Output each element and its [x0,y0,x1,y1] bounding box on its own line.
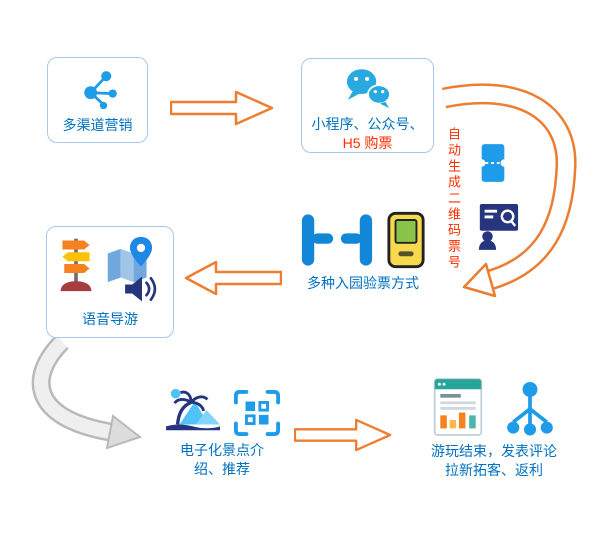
qr-scan-icon [234,390,280,436]
arrow-marketing-to-purchase [170,90,274,126]
arrow-verification-to-audio [184,261,282,295]
node-marketing-label: 多渠道营销 [62,117,133,133]
wechat-icon [343,66,393,110]
review-label-line1: 游玩结束，发表评论 [431,443,557,459]
node-e-guide: 电子化景点介绍、推荐 [152,384,292,479]
curved-arrow-purchase-to-verification [441,83,577,298]
share-network-icon [503,381,557,437]
map-pin-icon [103,235,155,283]
node-purchase: 小程序、公众号、 H5 购票 [301,58,434,153]
purchase-label-main: 小程序、公众号、 [311,116,424,132]
node-review: 游玩结束，发表评论 拉新拓客、返利 [406,377,582,480]
ticket-icon [476,142,510,184]
node-marketing: 多渠道营销 [47,57,148,143]
node-verification-label: 多种入园验票方式 [307,275,419,291]
node-audio-guide: 语音导游 [46,226,174,338]
node-e-guide-label: 电子化景点介绍、推荐 [180,442,264,477]
curved-arrow-audio-to-eguide [31,338,143,450]
handheld-scanner-icon [386,211,426,269]
node-verification: 多种入园验票方式 [287,211,439,293]
qr-generation-label: 自动生成二维码票号 [446,127,461,271]
inspection-icon [476,202,520,250]
gate-icon [300,211,374,269]
network-icon [76,67,120,111]
purchase-label-highlight: H5 购票 [342,134,393,151]
audio-guide-icons [57,235,163,305]
node-purchase-label: 小程序、公众号、 H5 购票 [309,115,427,153]
node-review-label: 游玩结束，发表评论 拉新拓客、返利 [431,442,557,480]
node-audio-guide-label: 语音导游 [82,311,138,327]
review-label-line2: 拉新拓客、返利 [445,461,543,478]
signpost-icon [57,235,95,293]
speaker-icon [123,273,161,305]
arrow-eguide-to-review [294,418,392,452]
webpage-icon [431,377,485,437]
beach-icon [164,384,222,436]
